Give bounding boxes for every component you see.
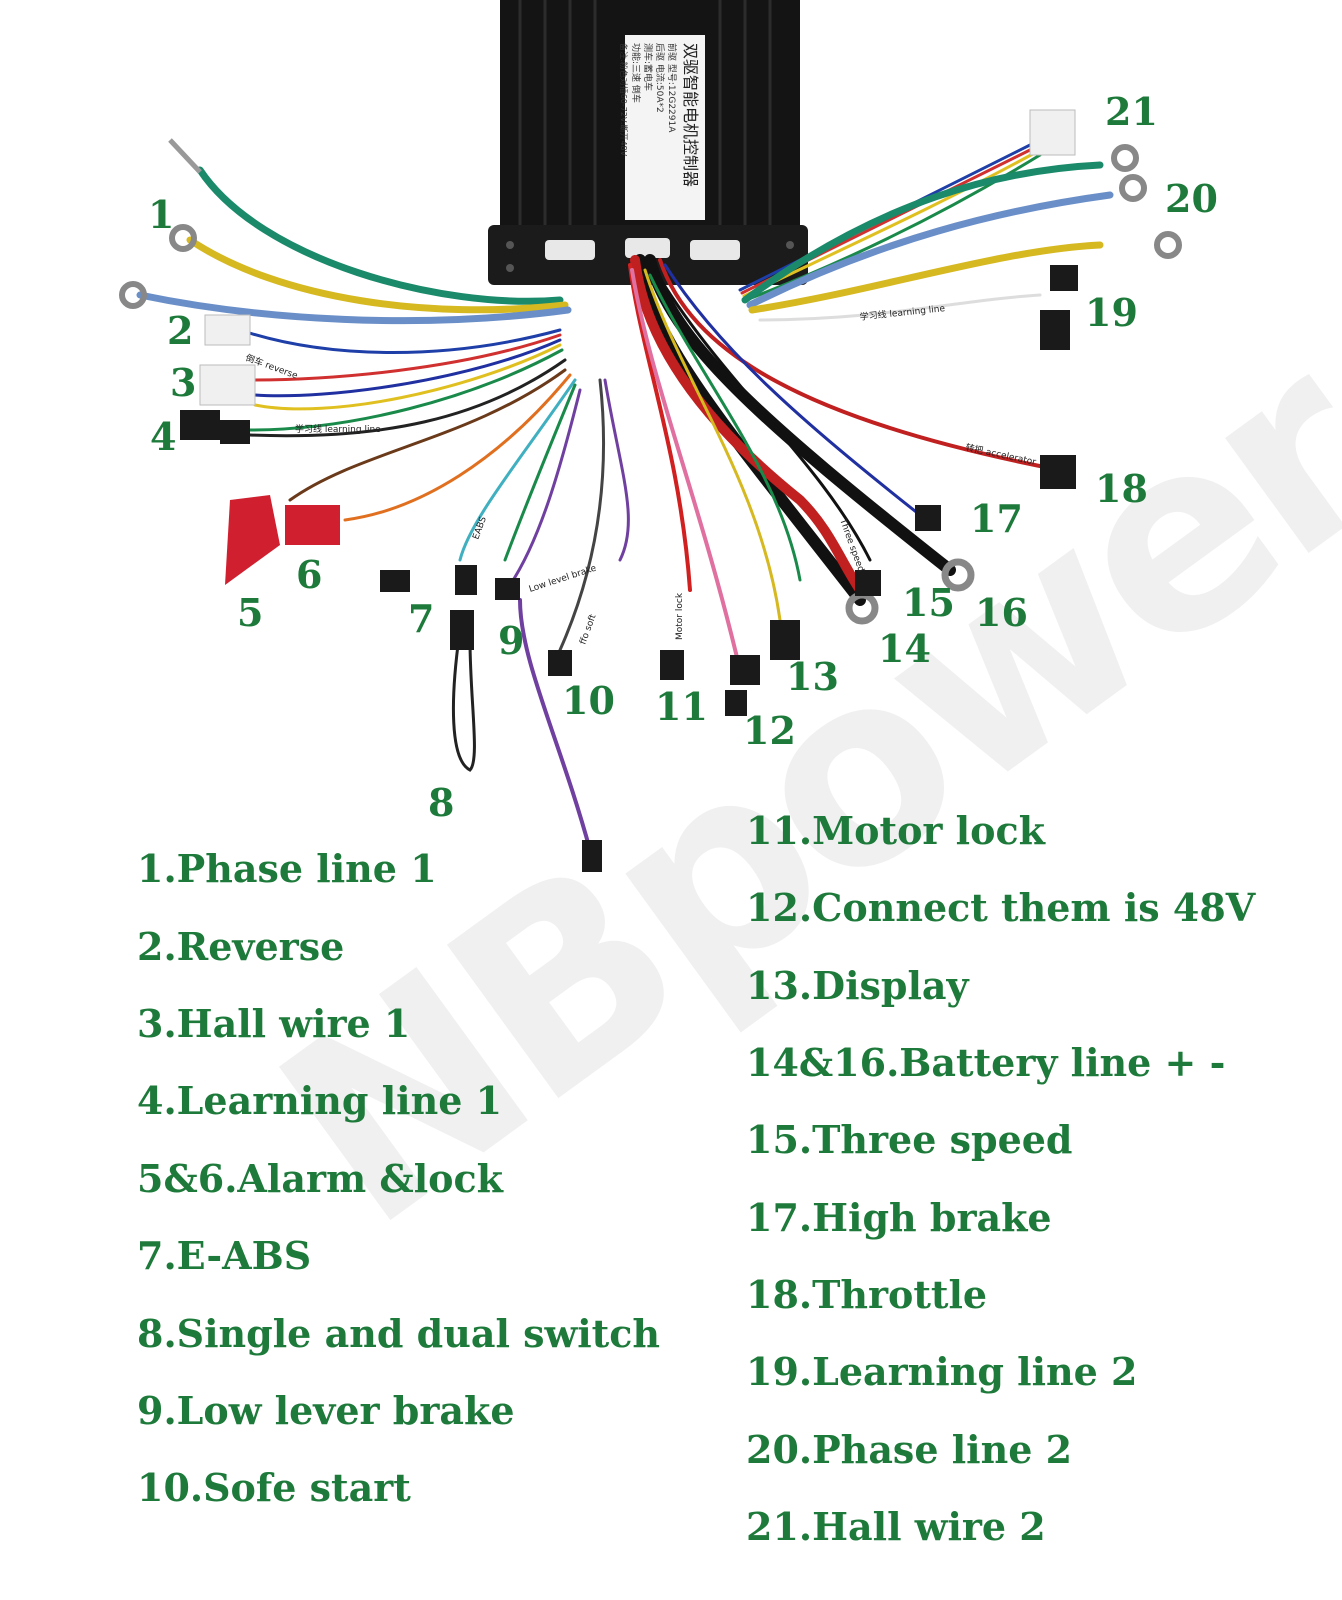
connector-icon bbox=[582, 840, 602, 872]
tag-motor-lock: Motor lock bbox=[675, 592, 685, 640]
ring-terminal-icon bbox=[941, 558, 975, 592]
callout-number: 19 bbox=[1085, 290, 1138, 335]
connector-icon bbox=[548, 650, 572, 676]
connector-icon bbox=[855, 570, 881, 596]
connector-icon bbox=[1040, 455, 1076, 489]
ring-terminal-icon bbox=[119, 281, 147, 309]
legend-item: 19.Learning line 2 bbox=[746, 1349, 1138, 1394]
legend-item: 20.Phase line 2 bbox=[746, 1427, 1073, 1472]
connector-icon bbox=[915, 505, 941, 531]
connector-icon bbox=[180, 410, 220, 440]
wires-right bbox=[738, 138, 1114, 322]
connector-icon bbox=[204, 314, 251, 346]
legend-item: 10.Sofe start bbox=[137, 1465, 411, 1510]
callout-number: 20 bbox=[1165, 176, 1218, 221]
callout-number: 17 bbox=[970, 496, 1023, 541]
callout-number: 6 bbox=[296, 552, 323, 597]
ring-terminal-icon bbox=[1154, 231, 1182, 259]
legend-item: 2.Reverse bbox=[137, 924, 345, 969]
connector-icon bbox=[770, 620, 800, 660]
legend-item: 8.Single and dual switch bbox=[137, 1311, 660, 1356]
legend-item: 7.E-ABS bbox=[137, 1233, 312, 1278]
controller-line: 测车:蓄电车 bbox=[642, 43, 654, 91]
connector-icon bbox=[730, 655, 760, 685]
legend-item: 13.Display bbox=[746, 963, 969, 1008]
legend-item: 14&16.Battery line + - bbox=[746, 1040, 1226, 1085]
ring-terminal-icon bbox=[1119, 174, 1147, 202]
tag-learning-line-1: 学习线 learning line bbox=[295, 423, 381, 435]
legend-item: 9.Low lever brake bbox=[137, 1388, 515, 1433]
alarm-connector-icon bbox=[225, 495, 280, 585]
cable-glands bbox=[545, 238, 740, 260]
tag-accelerator: 转把 accelerator bbox=[964, 441, 1037, 468]
controller-line: 功能:三速 倒车 bbox=[630, 43, 642, 103]
callout-number: 5 bbox=[237, 590, 264, 635]
callout-number: 16 bbox=[975, 590, 1028, 635]
callout-number: 1 bbox=[148, 192, 175, 237]
tag-low-brake: Low level brake bbox=[528, 564, 598, 595]
callout-number: 15 bbox=[902, 580, 955, 625]
connector-icon bbox=[450, 610, 474, 650]
wires-center bbox=[628, 254, 1062, 672]
legend-item: 12.Connect them is 48V bbox=[746, 885, 1256, 930]
tag-eabs: EABS bbox=[471, 515, 489, 541]
ring-terminal-icon bbox=[169, 224, 197, 252]
controller-label: 双驱智能电机控制器 前驱 型号:12G2291A 后驱 电流:50A*2 测车:… bbox=[619, 35, 705, 220]
lock-connector-icon bbox=[285, 505, 340, 545]
controller-title: 双驱智能电机控制器 bbox=[681, 43, 700, 187]
wires-left bbox=[136, 166, 630, 852]
legend-item: 1.Phase line 1 bbox=[137, 846, 437, 891]
legend-item: 15.Three speed bbox=[746, 1117, 1073, 1162]
controller-line: 后驱 电流:50A*2 bbox=[654, 43, 666, 113]
callout-number: 10 bbox=[562, 678, 615, 723]
callout-number: 9 bbox=[498, 618, 525, 663]
tag-learning-line-2: 学习线 learning line bbox=[859, 302, 946, 323]
callout-number: 2 bbox=[167, 308, 194, 353]
legend-item: 5&6.Alarm &lock bbox=[137, 1156, 503, 1201]
callout-number: 8 bbox=[428, 780, 455, 825]
ring-terminal-icon bbox=[1111, 144, 1139, 172]
controller-wiring-diagram: 双驱智能电机控制器 前驱 型号:12G2291A 后驱 电流:50A*2 测车:… bbox=[119, 0, 1182, 872]
connector-icon bbox=[660, 650, 684, 680]
legend-item: 4.Learning line 1 bbox=[137, 1078, 503, 1123]
tag-soft-start: ffo soft bbox=[578, 613, 598, 646]
connector-icon bbox=[725, 690, 747, 716]
callout-number: 18 bbox=[1095, 466, 1148, 511]
callout-number: 3 bbox=[170, 360, 197, 405]
connector-icon bbox=[220, 420, 250, 444]
legend-item: 17.High brake bbox=[746, 1195, 1052, 1240]
legend-item: 21.Hall wire 2 bbox=[746, 1504, 1046, 1549]
terminals bbox=[119, 109, 1182, 872]
callout-number: 14 bbox=[878, 626, 931, 671]
controller-line: 备注:粉色对插60-72V:断开48V bbox=[619, 43, 629, 157]
connector-icon bbox=[1050, 265, 1078, 291]
callout-number: 4 bbox=[150, 414, 177, 459]
connector-icon bbox=[455, 565, 477, 595]
callout-number: 13 bbox=[786, 654, 839, 699]
callout-number: 12 bbox=[743, 708, 796, 753]
connector-icon bbox=[1029, 109, 1076, 156]
legend-item: 18.Throttle bbox=[746, 1272, 988, 1317]
connector-icon bbox=[380, 570, 410, 592]
controller-line: 前驱 型号:12G2291A bbox=[666, 43, 678, 133]
callout-number: 7 bbox=[408, 596, 435, 641]
callout-number: 11 bbox=[655, 684, 708, 729]
legend-item: 11.Motor lock bbox=[746, 808, 1045, 853]
connector-icon bbox=[495, 578, 520, 600]
legend-item: 3.Hall wire 1 bbox=[137, 1001, 411, 1046]
connector-icon bbox=[199, 364, 256, 406]
connector-icon bbox=[1040, 310, 1070, 350]
callout-number: 21 bbox=[1105, 89, 1158, 134]
